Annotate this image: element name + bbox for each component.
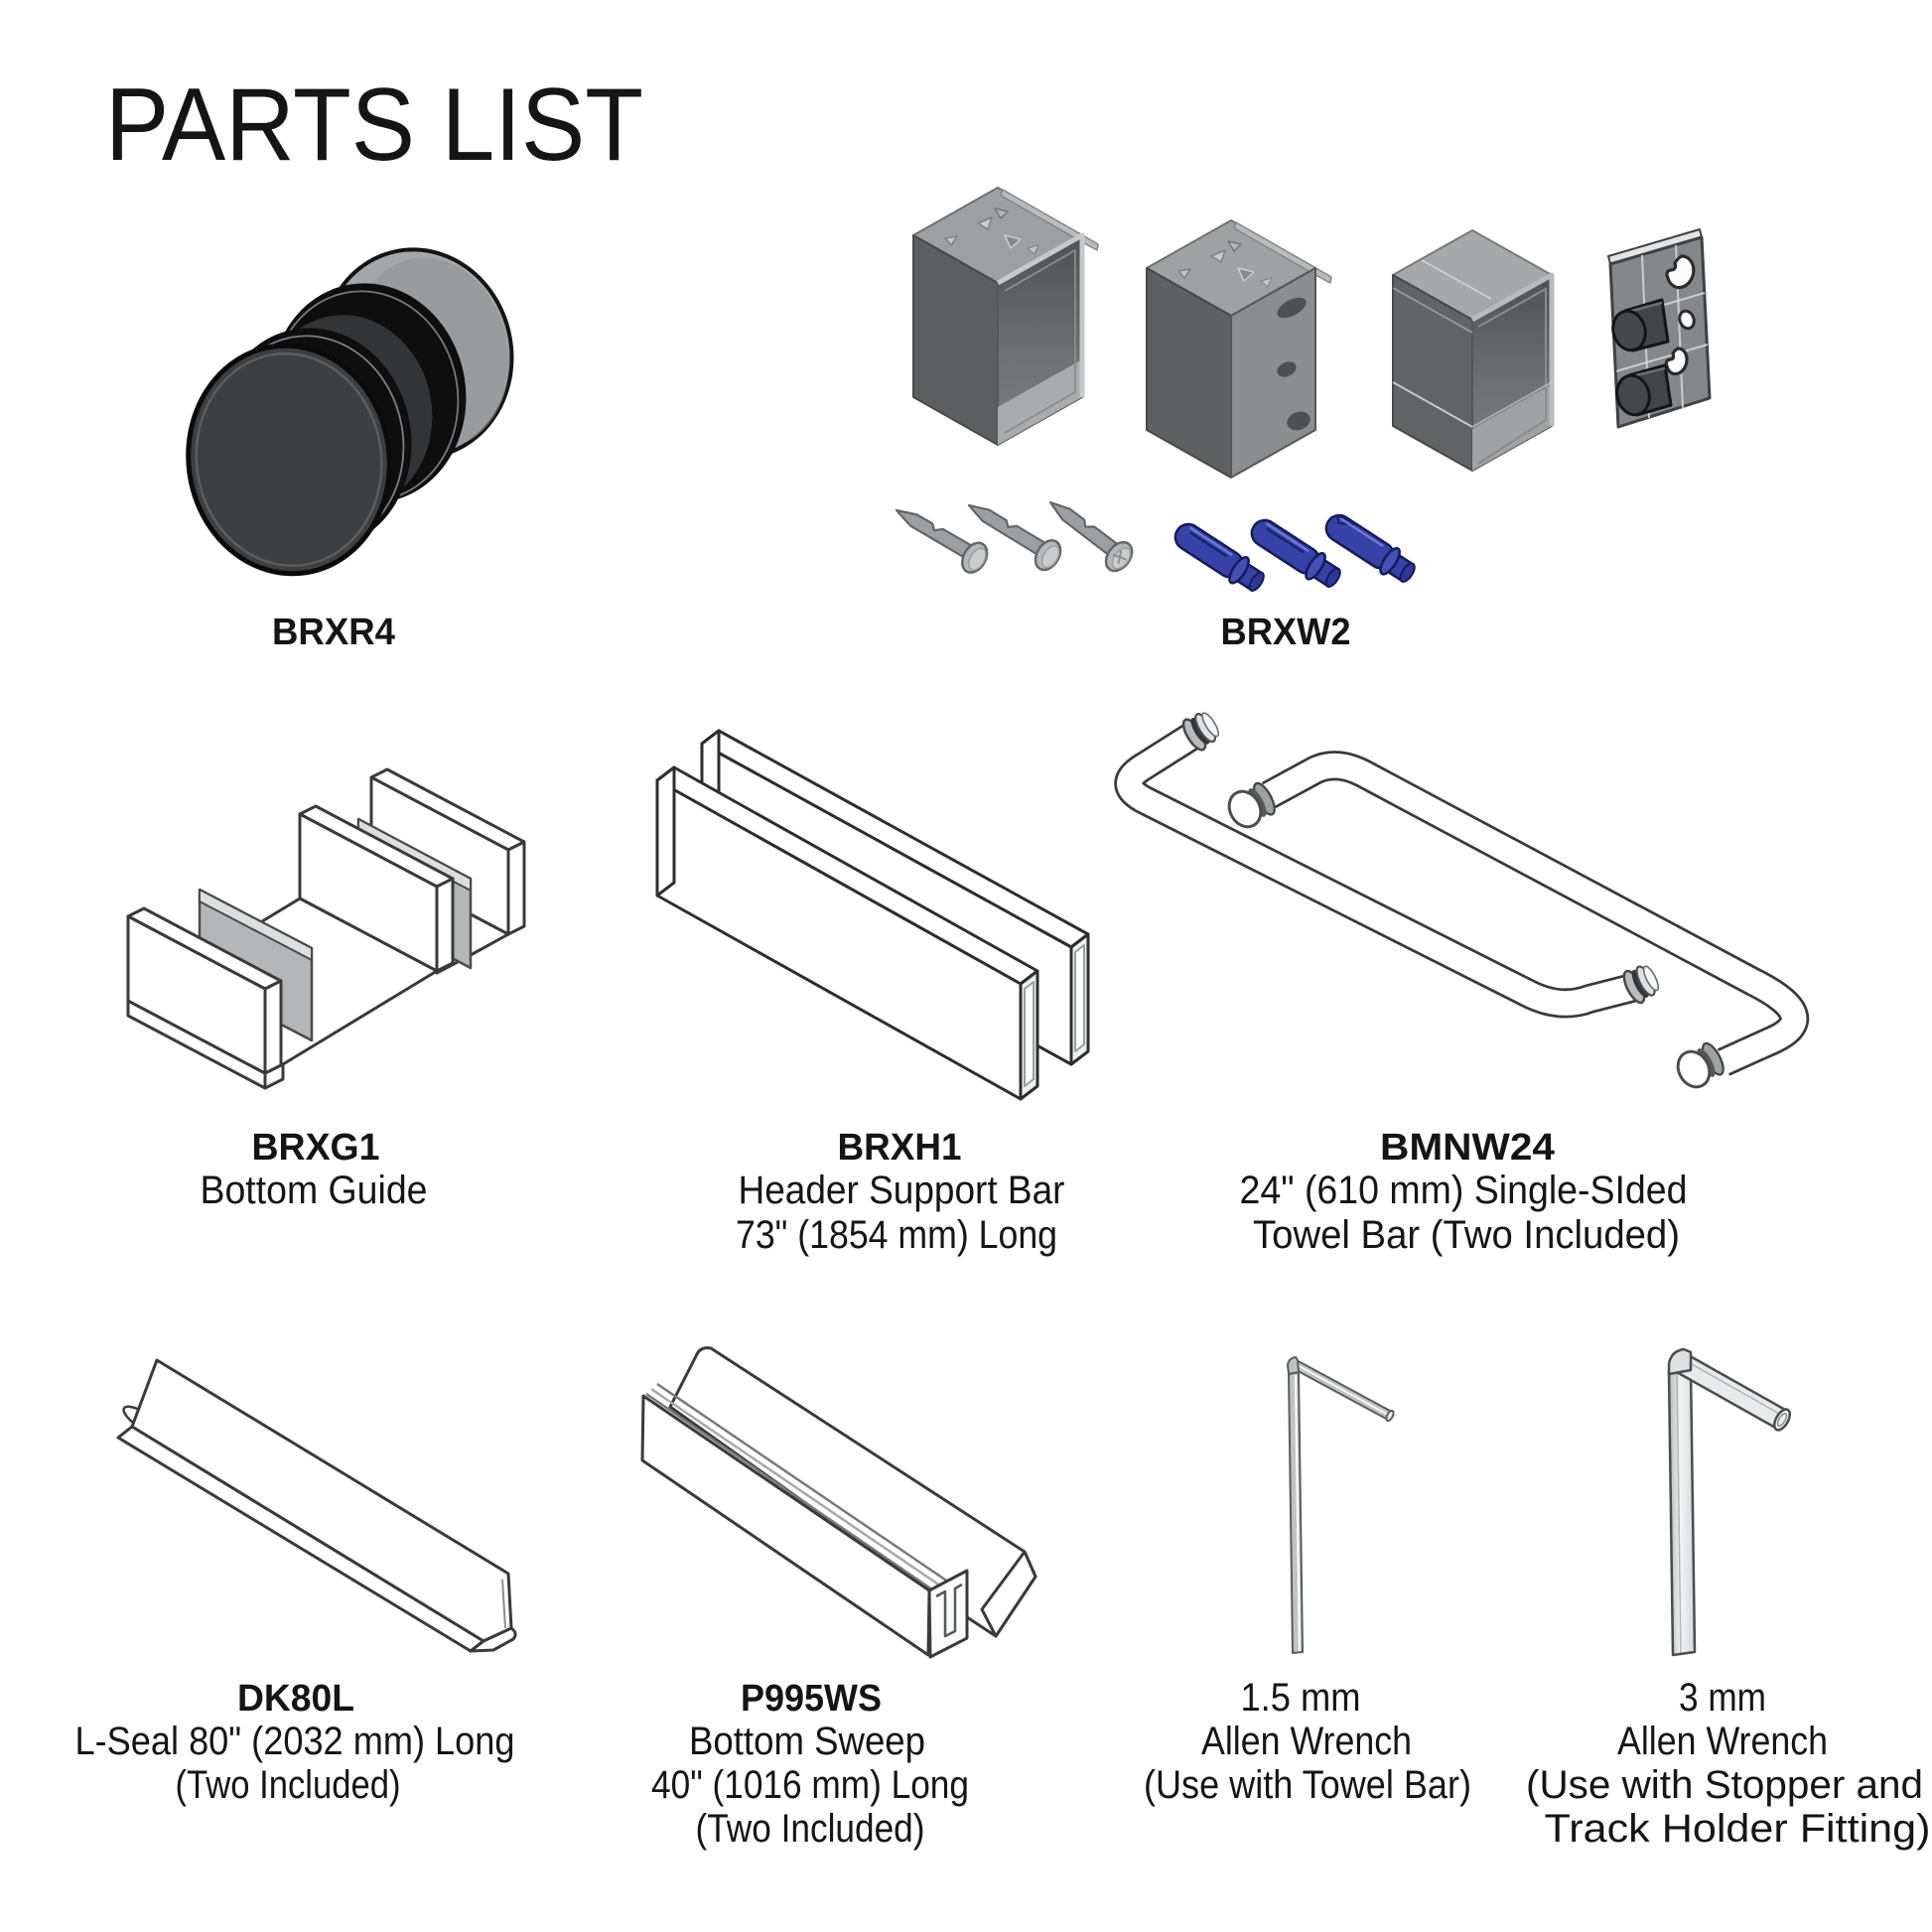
svg-text:(Use with Stopper and: (Use with Stopper and	[1526, 1763, 1923, 1807]
svg-text:(Two Included): (Two Included)	[176, 1763, 401, 1807]
svg-text:BRXR4: BRXR4	[272, 612, 395, 653]
svg-text:BMNW24: BMNW24	[1380, 1127, 1555, 1169]
svg-text:Allen Wrench: Allen Wrench	[1617, 1720, 1828, 1763]
svg-text:Towel Bar (Two Included): Towel Bar (Two Included)	[1253, 1213, 1680, 1257]
svg-text:Bottom Guide: Bottom Guide	[201, 1169, 428, 1212]
svg-text:PARTS LIST: PARTS LIST	[105, 68, 643, 183]
svg-text:BRXH1: BRXH1	[838, 1127, 962, 1169]
svg-text:L-Seal 80" (2032 mm) Long: L-Seal 80" (2032 mm) Long	[75, 1720, 515, 1763]
svg-text:3 mm: 3 mm	[1679, 1676, 1766, 1720]
svg-text:Header Support Bar: Header Support Bar	[739, 1169, 1065, 1212]
svg-text:73" (1854 mm) Long: 73" (1854 mm) Long	[736, 1213, 1057, 1257]
svg-text:DK80L: DK80L	[237, 1678, 354, 1720]
svg-text:Allen Wrench: Allen Wrench	[1201, 1720, 1412, 1763]
svg-text:1.5 mm: 1.5 mm	[1241, 1676, 1361, 1720]
svg-text:Bottom Sweep: Bottom Sweep	[689, 1720, 925, 1763]
svg-text:(Two Included): (Two Included)	[696, 1807, 925, 1851]
svg-text:P995WS: P995WS	[741, 1678, 882, 1720]
svg-text:BRXW2: BRXW2	[1221, 612, 1351, 653]
svg-text:Track Holder Fitting): Track Holder Fitting)	[1545, 1807, 1931, 1851]
svg-text:40" (1016 mm) Long: 40" (1016 mm) Long	[651, 1763, 969, 1807]
svg-text:24" (610 mm) Single-SIded: 24" (610 mm) Single-SIded	[1240, 1169, 1688, 1212]
svg-text:(Use with Towel Bar): (Use with Towel Bar)	[1144, 1763, 1471, 1807]
svg-text:BRXG1: BRXG1	[252, 1127, 380, 1169]
